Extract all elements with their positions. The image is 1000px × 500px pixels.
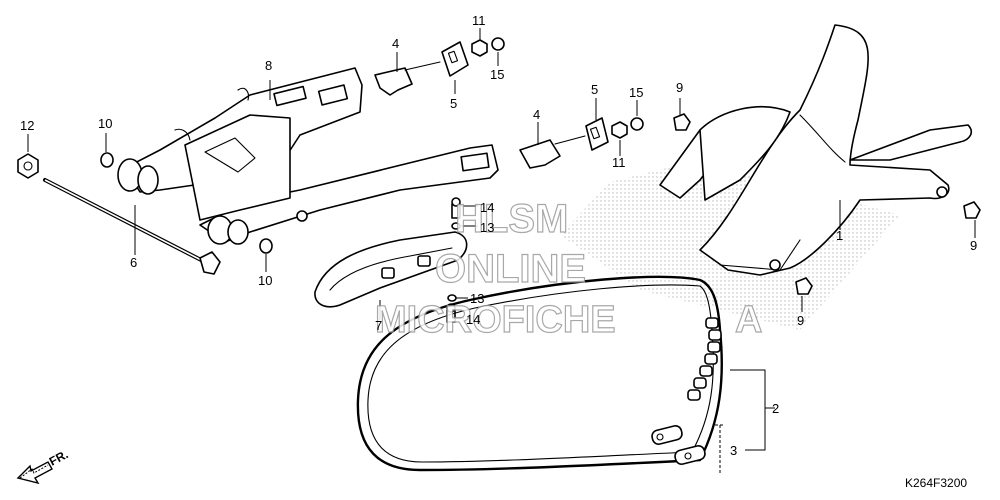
adjuster-plate-left[interactable] bbox=[441, 41, 469, 77]
callout-8: 8 bbox=[265, 58, 272, 73]
callout-9b: 9 bbox=[970, 238, 977, 253]
callout-13a: 13 bbox=[480, 220, 494, 235]
rear-fender[interactable] bbox=[659, 24, 972, 276]
callout-10b: 10 bbox=[258, 273, 272, 288]
washer-lower[interactable] bbox=[630, 117, 644, 131]
leader-lines bbox=[27, 28, 976, 451]
callout-15a: 15 bbox=[490, 67, 504, 82]
chain-joint[interactable] bbox=[651, 425, 706, 466]
joint-bracket bbox=[715, 424, 725, 475]
callout-7: 7 bbox=[375, 318, 382, 333]
drive-chain[interactable] bbox=[356, 275, 723, 472]
swing-arm[interactable] bbox=[117, 67, 499, 245]
collar-lower[interactable] bbox=[259, 238, 273, 254]
callout-11b: 11 bbox=[612, 155, 626, 170]
screw-upper[interactable] bbox=[451, 197, 461, 219]
callout-9c: 9 bbox=[797, 313, 804, 328]
bolt-top[interactable] bbox=[673, 113, 691, 131]
adjuster-plate-right[interactable] bbox=[585, 117, 609, 151]
chain-links bbox=[687, 317, 722, 401]
pivot-bolt[interactable] bbox=[43, 178, 221, 275]
callout-14b: 14 bbox=[466, 312, 480, 327]
callout-9a: 9 bbox=[676, 80, 683, 95]
callout-5a: 5 bbox=[450, 96, 457, 111]
callout-12: 12 bbox=[20, 118, 34, 133]
nut-upper[interactable] bbox=[471, 39, 488, 57]
callout-10a: 10 bbox=[98, 116, 112, 131]
nut-lower[interactable] bbox=[611, 121, 628, 139]
washer-upper[interactable] bbox=[491, 37, 505, 51]
callout-1: 1 bbox=[836, 228, 843, 243]
svg-text:MICROFICHE: MICROFICHE bbox=[375, 299, 616, 341]
callout-15b: 15 bbox=[629, 85, 643, 100]
diagram-code: K264F3200 bbox=[905, 476, 967, 490]
callout-4a: 4 bbox=[392, 36, 399, 51]
callout-5b: 5 bbox=[591, 82, 598, 97]
front-direction-arrow: FR. bbox=[16, 447, 70, 485]
bolt-bottom[interactable] bbox=[795, 277, 813, 295]
svg-text:ONLINE: ONLINE bbox=[435, 247, 586, 291]
svg-text:A: A bbox=[735, 299, 762, 341]
callout-11a: 11 bbox=[472, 13, 486, 28]
svg-text:HLSM: HLSM bbox=[455, 197, 568, 241]
callout-14a: 14 bbox=[480, 200, 494, 215]
callout-13b: 13 bbox=[470, 291, 484, 306]
chain-slider[interactable] bbox=[314, 231, 468, 308]
chain-adjuster-right[interactable] bbox=[519, 135, 586, 169]
watermark: HLSM ONLINE MICROFICHE A bbox=[374, 196, 763, 341]
collar-upper[interactable] bbox=[100, 152, 114, 168]
callout-3: 3 bbox=[730, 443, 737, 458]
callouts: 1 2 3 4 4 5 5 6 7 8 9 9 9 10 10 11 11 12… bbox=[20, 13, 977, 458]
bolt-right[interactable] bbox=[963, 201, 981, 219]
callout-6: 6 bbox=[130, 255, 137, 270]
callout-2: 2 bbox=[772, 401, 779, 416]
chain-adjuster-left[interactable] bbox=[374, 61, 441, 96]
pivot-nut[interactable] bbox=[17, 153, 39, 179]
callout-4b: 4 bbox=[533, 107, 540, 122]
